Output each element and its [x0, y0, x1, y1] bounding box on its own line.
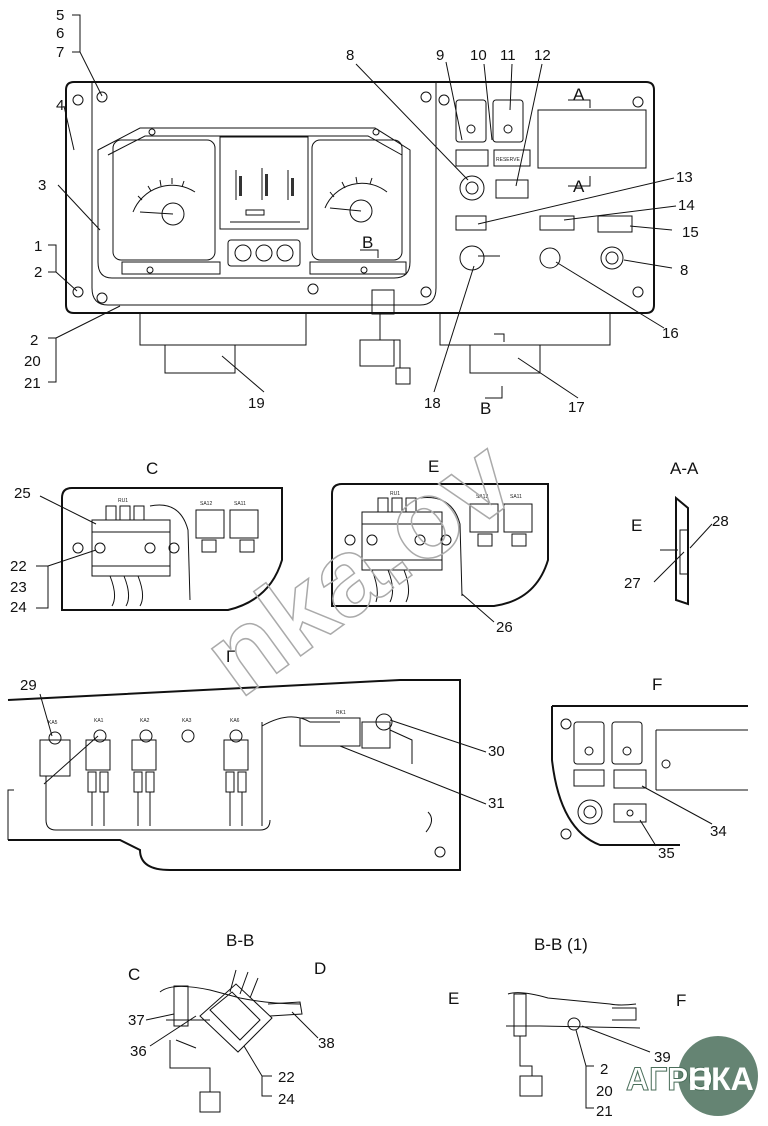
- leader-lines-main: [48, 14, 677, 399]
- logo-text-right: НКА: [688, 1061, 754, 1097]
- relay-label-ka2: KA2: [140, 718, 150, 724]
- callout-4: 4: [56, 97, 64, 114]
- view-label-f: F: [652, 675, 662, 694]
- callout-10: 10: [470, 47, 487, 64]
- callout-5: 5: [56, 7, 64, 24]
- relay-label-sa12-c: SA12: [200, 501, 212, 507]
- watermark-text: nkа.ov: [182, 415, 536, 719]
- relay-label-ru1-c: RU1: [118, 498, 128, 504]
- callout-28: 28: [712, 513, 729, 530]
- callout-30: 30: [488, 743, 505, 760]
- view-bb1: [506, 992, 651, 1109]
- callout-34: 34: [710, 823, 727, 840]
- callout-19: 19: [248, 395, 265, 412]
- view-label-c: C: [146, 459, 158, 478]
- callout-11: 11: [500, 47, 516, 64]
- callout-14: 14: [678, 197, 695, 214]
- view-label-bb: B-B: [226, 931, 254, 950]
- callout-38: 38: [318, 1035, 335, 1052]
- callout-22: 22: [10, 558, 27, 575]
- callout-17: 17: [568, 399, 585, 416]
- view-bb: [145, 969, 319, 1113]
- callout-12: 12: [534, 47, 551, 64]
- instrument-panel-main: RESERVE: [65, 81, 655, 385]
- view-c: RU1 SA12 SA11: [61, 487, 283, 611]
- section-marker-e: E: [448, 989, 459, 1008]
- view-e: RU1 SA12 SA11: [331, 483, 549, 607]
- callout-23: 23: [10, 579, 27, 596]
- relay-label-sa12-e: SA12: [476, 494, 488, 500]
- view-label-e: E: [428, 457, 439, 476]
- callout-16: 16: [662, 325, 679, 342]
- callout-26: 26: [496, 619, 513, 636]
- agronka-logo: АГРО НКА: [626, 1036, 758, 1116]
- callout-13: 13: [676, 169, 693, 186]
- callout-6: 6: [56, 25, 64, 42]
- relay-label-ka5: KA5: [48, 720, 58, 726]
- callout-8b: 8: [680, 262, 688, 279]
- relay-label-rk1: RK1: [336, 710, 346, 716]
- callout-15: 15: [682, 224, 699, 241]
- callout-18: 18: [424, 395, 441, 412]
- relay-label-ka3: KA3: [182, 718, 192, 724]
- section-marker-e-aa: E: [631, 516, 642, 535]
- section-marker-b-bottom: B: [480, 399, 491, 418]
- callout-8: 8: [346, 47, 354, 64]
- section-marker-a-top: A: [573, 85, 585, 104]
- callout-2: 2: [34, 264, 42, 281]
- section-marker-f: F: [676, 991, 686, 1010]
- callout-21: 21: [24, 375, 41, 392]
- callout-1: 1: [34, 238, 42, 255]
- callout-22-bb: 22: [278, 1069, 295, 1086]
- callout-29: 29: [20, 677, 37, 694]
- view-label-bb1: B-B (1): [534, 935, 588, 954]
- relay-label-sa11-c: SA11: [234, 501, 246, 507]
- view-label-aa: A-A: [670, 459, 699, 478]
- callout-20: 20: [24, 353, 41, 370]
- view-label-g: Г: [226, 647, 235, 666]
- relay-label-sa11-e: SA11: [510, 494, 522, 500]
- callout-31: 31: [488, 795, 505, 812]
- callout-36: 36: [130, 1043, 147, 1060]
- section-marker-a-bottom: A: [573, 177, 585, 196]
- section-marker-b-top: B: [362, 233, 373, 252]
- callout-21-bb1: 21: [596, 1103, 613, 1120]
- view-g: KA5 KA1 KA2 KA3 KA6 RK1: [7, 679, 461, 871]
- callout-39: 39: [654, 1049, 671, 1066]
- logo-text-left: АГРО: [626, 1061, 713, 1097]
- callout-20-bb1: 20: [596, 1083, 613, 1100]
- relay-label-ka1: KA1: [94, 718, 104, 724]
- view-f: [551, 705, 748, 847]
- callout-7: 7: [56, 44, 64, 61]
- callout-24-bb: 24: [278, 1091, 295, 1108]
- callout-2b: 2: [30, 332, 38, 349]
- callout-24: 24: [10, 599, 27, 616]
- callout-27: 27: [624, 575, 641, 592]
- view-aa: [653, 495, 713, 606]
- section-marker-c: C: [128, 965, 140, 984]
- callout-25: 25: [14, 485, 31, 502]
- relay-label-ru1-e: RU1: [390, 491, 400, 497]
- section-marker-d: D: [314, 959, 326, 978]
- relay-label-ka6: KA6: [230, 718, 240, 724]
- callout-3: 3: [38, 177, 46, 194]
- reserve-label: RESERVE: [496, 157, 520, 163]
- callout-9: 9: [436, 47, 444, 64]
- callout-35: 35: [658, 845, 675, 862]
- callout-2-bb1: 2: [600, 1061, 608, 1078]
- callout-37: 37: [128, 1012, 145, 1029]
